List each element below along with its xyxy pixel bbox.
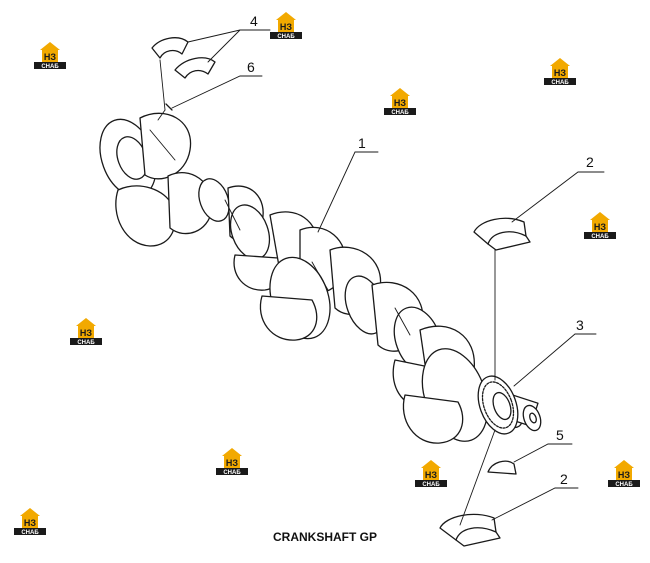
callout-3: 3: [576, 317, 584, 333]
callout-4: 4: [250, 13, 258, 29]
callout-2-lower: 2: [560, 471, 568, 487]
callout-6: 6: [247, 59, 255, 75]
thrust-washers-part-4: [151, 37, 216, 79]
callout-5: 5: [556, 427, 564, 443]
dowel-pin-part-6: [165, 103, 173, 111]
crankshaft-part-1: [99, 112, 542, 444]
crank-gear-part-3: [477, 375, 519, 435]
callout-labels: 1 2 2 3 4 5 6: [247, 13, 594, 487]
bearing-shell-upper-part-2: [473, 217, 531, 251]
bearing-shell-lower-part-2: [439, 513, 501, 547]
callout-2-upper: 2: [586, 154, 594, 170]
diagram-caption: CRANKSHAFT GP: [273, 530, 377, 544]
leader-lines: [157, 29, 605, 526]
woodruff-key-part-5: [487, 460, 517, 475]
callout-1: 1: [358, 135, 366, 151]
